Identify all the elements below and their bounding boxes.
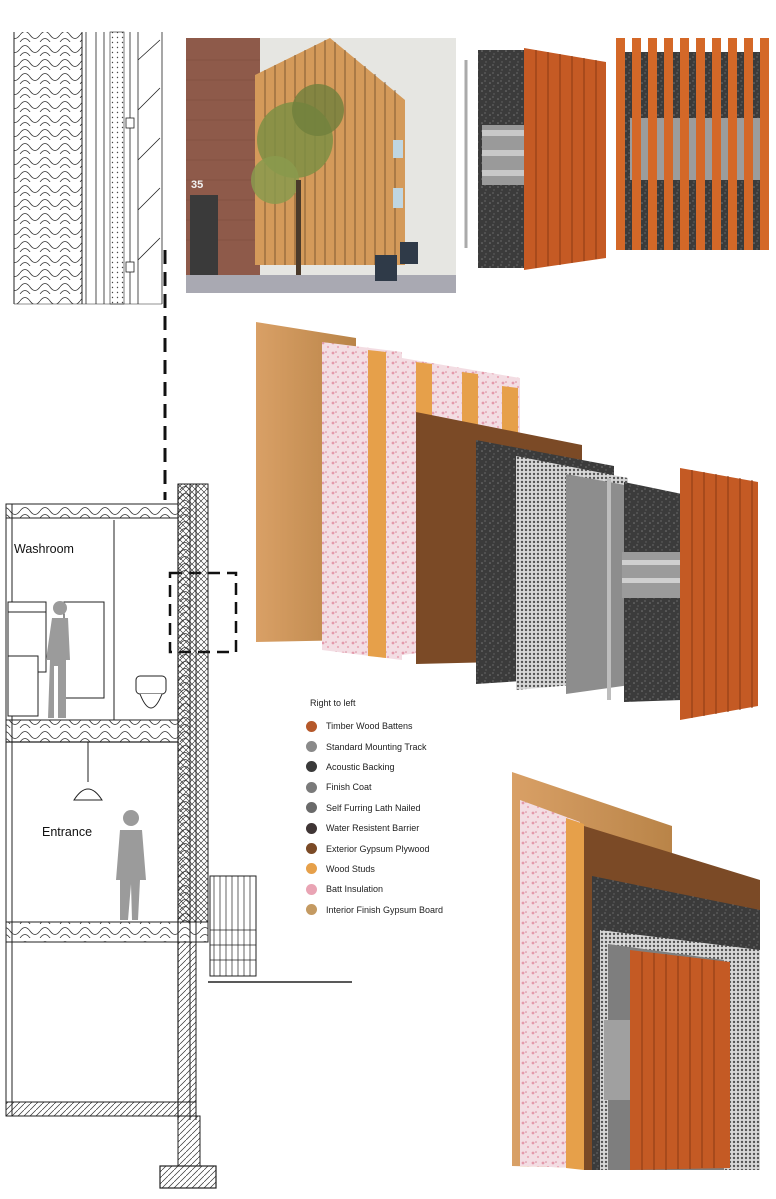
wall-exploded-axonometric bbox=[256, 322, 758, 720]
building-section bbox=[5, 483, 352, 1189]
legend-swatch bbox=[306, 883, 317, 895]
person-silhouette bbox=[46, 601, 146, 920]
cladding-front-view bbox=[616, 38, 769, 250]
legend-swatch bbox=[306, 863, 317, 875]
legend-item: Finish Coat bbox=[306, 777, 443, 797]
legend-item: Wood Studs bbox=[306, 859, 443, 879]
legend-label: Acoustic Backing bbox=[326, 761, 395, 772]
legend-title: Right to left bbox=[310, 698, 356, 708]
room-label-washroom: Washroom bbox=[14, 542, 74, 556]
house-number: 35 bbox=[191, 179, 203, 191]
legend-label: Standard Mounting Track bbox=[326, 741, 427, 752]
legend-label: Timber Wood Battens bbox=[326, 721, 413, 732]
legend-swatch bbox=[306, 822, 317, 834]
room-label-entrance: Entrance bbox=[42, 825, 93, 839]
legend-item: Interior Finish Gypsum Board bbox=[306, 900, 443, 920]
legend-label: Exterior Gypsum Plywood bbox=[326, 843, 430, 854]
legend-item: Acoustic Backing bbox=[306, 757, 443, 777]
legend-swatch bbox=[306, 741, 317, 753]
legend-swatch bbox=[306, 720, 317, 732]
legend-label: Finish Coat bbox=[326, 782, 372, 793]
legend-item: Batt Insulation bbox=[306, 879, 443, 899]
legend-swatch bbox=[306, 843, 317, 855]
legend-swatch bbox=[306, 802, 317, 814]
cladding-exploded-small bbox=[464, 48, 606, 270]
legend-item: Timber Wood Battens bbox=[306, 716, 443, 736]
legend-item: Exterior Gypsum Plywood bbox=[306, 838, 443, 858]
wall-assembled-axonometric bbox=[512, 772, 760, 1170]
legend-label: Wood Studs bbox=[326, 863, 375, 874]
legend-label: Self Furring Lath Nailed bbox=[326, 802, 421, 813]
legend-item: Water Resistent Barrier bbox=[306, 818, 443, 838]
legend-swatch bbox=[306, 904, 317, 916]
legend-label: Batt Insulation bbox=[326, 884, 384, 895]
wall-section-detail bbox=[13, 31, 163, 305]
legend-label: Water Resistent Barrier bbox=[326, 823, 420, 834]
house-photo bbox=[186, 38, 456, 293]
legend-item: Self Furring Lath Nailed bbox=[306, 798, 443, 818]
legend-swatch bbox=[306, 761, 317, 773]
legend-item: Standard Mounting Track bbox=[306, 736, 443, 756]
material-legend: Timber Wood Battens Standard Mounting Tr… bbox=[306, 716, 443, 920]
legend-label: Interior Finish Gypsum Board bbox=[326, 904, 444, 915]
legend-swatch bbox=[306, 781, 317, 793]
